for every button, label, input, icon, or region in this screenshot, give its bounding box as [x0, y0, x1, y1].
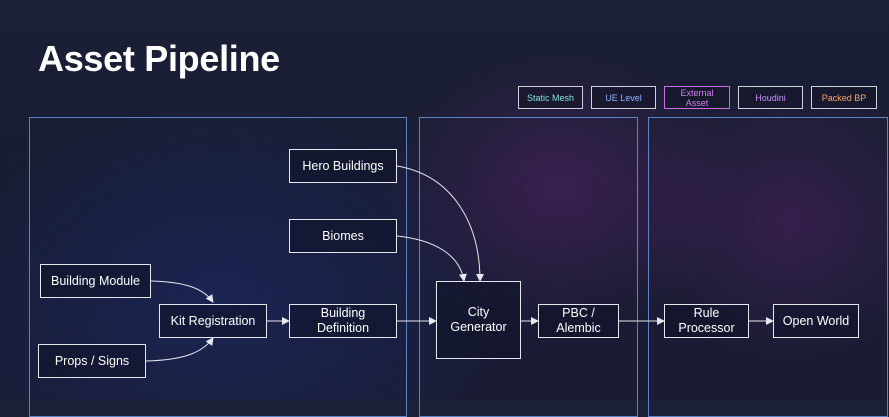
node-label: PBC / Alembic	[556, 306, 601, 335]
legend-static-mesh: Static Mesh	[518, 86, 583, 109]
legend-label: External Asset	[680, 87, 714, 108]
node-label: Biomes	[322, 228, 364, 243]
node-biomes[interactable]: Biomes	[289, 219, 397, 253]
legend-label: Houdini	[755, 92, 786, 103]
node-label: Hero Buildings	[302, 158, 384, 173]
legend-label: Static Mesh	[526, 92, 575, 103]
legend-label: UE Level	[605, 92, 642, 103]
node-label: Open World	[782, 313, 850, 328]
node-label: City Generator	[450, 305, 507, 334]
legend-external-asset: External Asset	[664, 86, 730, 109]
node-hero-buildings[interactable]: Hero Buildings	[289, 149, 397, 183]
edge-hero-to-city	[396, 165, 484, 282]
node-building-module[interactable]: Building Module	[40, 264, 151, 298]
node-label: Kit Registration	[170, 313, 256, 328]
page-title: Asset Pipeline	[38, 38, 280, 79]
node-city-generator[interactable]: City Generator	[436, 281, 521, 359]
legend-label: Packed BP	[821, 92, 867, 103]
node-building-definition[interactable]: Building Definition	[289, 304, 397, 338]
legend-houdini: Houdini	[738, 86, 803, 109]
node-open-world[interactable]: Open World	[773, 304, 859, 338]
edge-biomes-to-city	[396, 235, 467, 282]
node-props-signs[interactable]: Props / Signs	[38, 344, 146, 378]
edge-props-to-kit	[145, 337, 214, 362]
legend-ue-level: UE Level	[591, 86, 656, 109]
node-label: Building Definition	[316, 306, 370, 335]
node-pbc-alembic[interactable]: PBC / Alembic	[538, 304, 619, 338]
node-label: Rule Processor	[678, 306, 735, 335]
node-kit-registration[interactable]: Kit Registration	[159, 304, 267, 338]
node-rule-processor[interactable]: Rule Processor	[664, 304, 749, 338]
node-label: Props / Signs	[54, 353, 130, 368]
edges	[145, 165, 774, 362]
node-label: Building Module	[51, 273, 140, 288]
legend-packed-bp: Packed BP	[811, 86, 877, 109]
edge-building-module-to-kit	[150, 280, 214, 303]
